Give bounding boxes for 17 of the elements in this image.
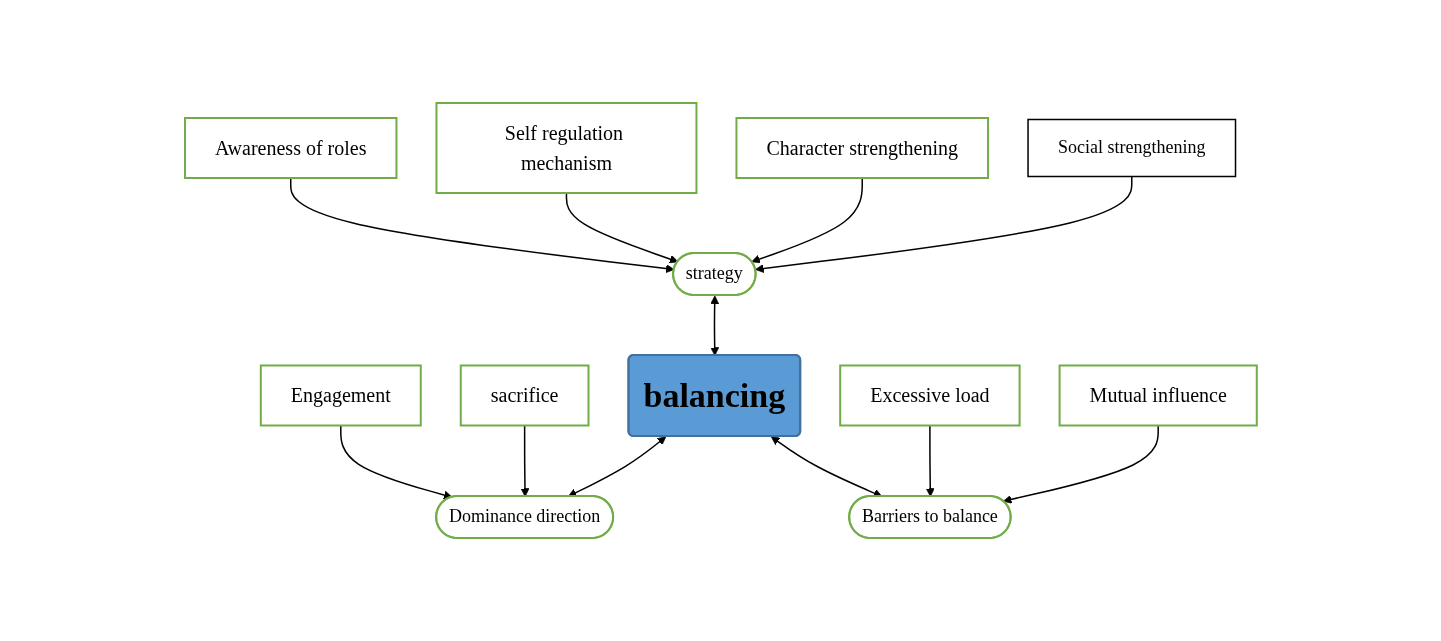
arrow — [925, 424, 935, 497]
node-box: Character strengthening — [735, 117, 989, 179]
arrow — [567, 436, 666, 497]
arrow — [1002, 424, 1159, 504]
node-box: Self regulation mechanism — [435, 102, 698, 194]
node-box: Awareness of roles — [183, 117, 398, 179]
arrow — [709, 295, 719, 356]
node-box: sacrifice — [459, 364, 590, 427]
arrow — [339, 424, 453, 500]
node-box: Excessive load — [838, 364, 1021, 427]
node-box: Mutual influence — [1058, 364, 1258, 427]
arrow — [520, 424, 529, 497]
arrow — [565, 192, 678, 264]
arrow — [750, 177, 863, 264]
arrow — [754, 175, 1133, 273]
node-box: Engagement — [259, 364, 422, 427]
node-box: Social strengthening — [1026, 118, 1236, 178]
